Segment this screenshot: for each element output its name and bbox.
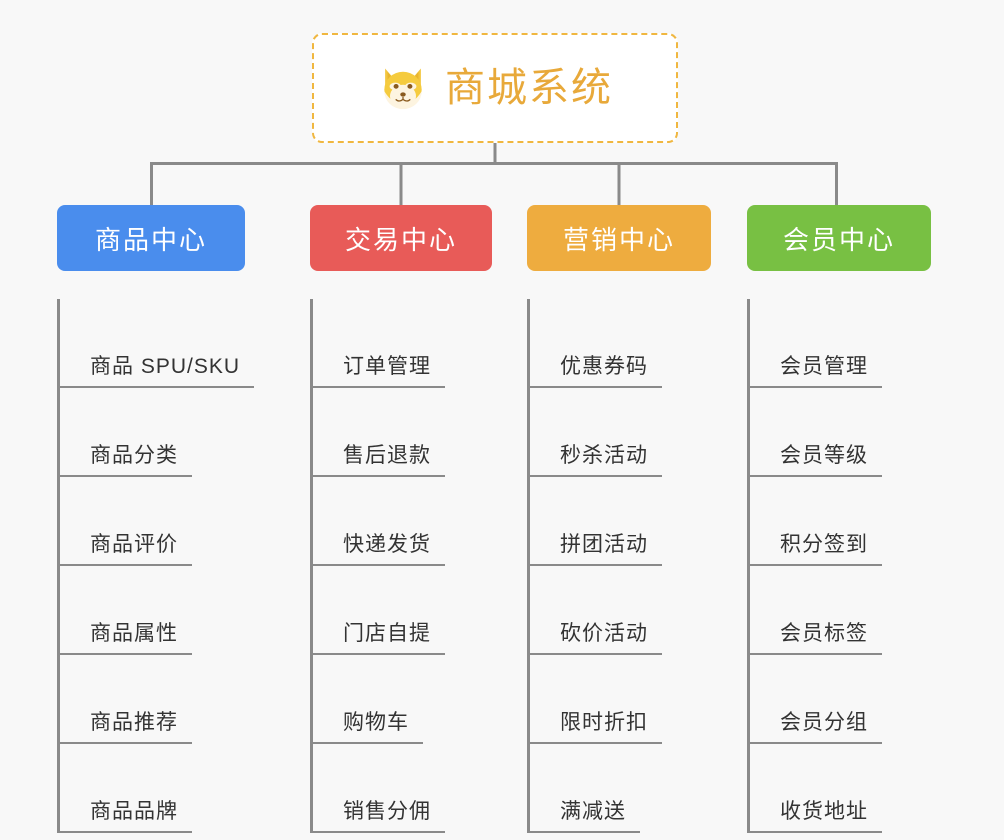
leaf-item[interactable]: 收货地址 bbox=[750, 744, 931, 833]
branch-header-label: 会员中心 bbox=[782, 224, 895, 255]
branch-header-label: 营销中心 bbox=[562, 224, 675, 255]
branch-header-0[interactable]: 商品中心 bbox=[57, 205, 245, 271]
leaf-item-label: 销售分佣 bbox=[313, 795, 445, 833]
branch-leaf-list-2: 优惠券码 秒杀活动 拼团活动 砍价活动 限时折扣 满减送 bbox=[527, 299, 711, 833]
leaf-item-label: 满减送 bbox=[530, 795, 640, 833]
leaf-item[interactable]: 会员等级 bbox=[750, 388, 931, 477]
leaf-item-label: 砍价活动 bbox=[530, 617, 662, 655]
leaf-item-label: 商品 SPU/SKU bbox=[60, 350, 255, 388]
leaf-item-label: 快递发货 bbox=[313, 528, 445, 566]
root-title: 商城系统 bbox=[445, 66, 613, 110]
branch-leaf-list-1: 订单管理 售后退款 快递发货 门店自提 购物车 销售分佣 bbox=[310, 299, 492, 833]
branch-column-0: 商品中心 商品 SPU/SKU 商品分类 商品评价 商品属性 商品推荐 商品品牌 bbox=[57, 205, 255, 833]
leaf-item-label: 会员等级 bbox=[750, 439, 882, 477]
leaf-item-label: 购物车 bbox=[313, 706, 423, 744]
branch-header-label: 交易中心 bbox=[344, 224, 457, 255]
leaf-item-label: 商品属性 bbox=[60, 617, 192, 655]
leaf-item-label: 积分签到 bbox=[750, 528, 882, 566]
leaf-item[interactable]: 商品品牌 bbox=[60, 744, 245, 833]
branch-leaf-list-0: 商品 SPU/SKU 商品分类 商品评价 商品属性 商品推荐 商品品牌 bbox=[57, 299, 255, 833]
leaf-item-label: 拼团活动 bbox=[530, 528, 662, 566]
leaf-item[interactable]: 积分签到 bbox=[750, 477, 931, 566]
branch-leaf-list-3: 会员管理 会员等级 积分签到 会员标签 会员分组 收货地址 bbox=[747, 299, 931, 833]
leaf-item-label: 限时折扣 bbox=[530, 706, 662, 744]
leaf-item[interactable]: 会员管理 bbox=[750, 299, 931, 388]
leaf-item-label: 会员分组 bbox=[750, 706, 882, 744]
leaf-item[interactable]: 会员分组 bbox=[750, 655, 931, 744]
leaf-item[interactable]: 满减送 bbox=[530, 744, 711, 833]
leaf-item-label: 商品分类 bbox=[60, 439, 192, 477]
branch-header-2[interactable]: 营销中心 bbox=[527, 205, 711, 271]
leaf-item[interactable]: 优惠券码 bbox=[530, 299, 711, 388]
branch-header-1[interactable]: 交易中心 bbox=[310, 205, 492, 271]
leaf-item[interactable]: 秒杀活动 bbox=[530, 388, 711, 477]
leaf-item-label: 优惠券码 bbox=[530, 350, 662, 388]
leaf-item[interactable]: 商品 SPU/SKU bbox=[60, 299, 255, 388]
leaf-item-label: 订单管理 bbox=[313, 350, 445, 388]
leaf-item[interactable]: 砍价活动 bbox=[530, 566, 711, 655]
leaf-item[interactable]: 订单管理 bbox=[313, 299, 492, 388]
leaf-item[interactable]: 会员标签 bbox=[750, 566, 931, 655]
branch-column-3: 会员中心 会员管理 会员等级 积分签到 会员标签 会员分组 收货地址 bbox=[747, 205, 931, 833]
leaf-item-label: 商品品牌 bbox=[60, 795, 192, 833]
leaf-item-label: 秒杀活动 bbox=[530, 439, 662, 477]
leaf-item[interactable]: 购物车 bbox=[313, 655, 492, 744]
leaf-item-label: 会员管理 bbox=[750, 350, 882, 388]
leaf-item[interactable]: 商品分类 bbox=[60, 388, 245, 477]
root-node[interactable]: 商城系统 bbox=[312, 33, 678, 143]
branch-header-3[interactable]: 会员中心 bbox=[747, 205, 931, 271]
branch-column-2: 营销中心 优惠券码 秒杀活动 拼团活动 砍价活动 限时折扣 满减送 bbox=[527, 205, 711, 833]
leaf-item-label: 商品评价 bbox=[60, 528, 192, 566]
branch-column-1: 交易中心 订单管理 售后退款 快递发货 门店自提 购物车 销售分佣 bbox=[310, 205, 492, 833]
leaf-item[interactable]: 限时折扣 bbox=[530, 655, 711, 744]
leaf-item[interactable]: 商品推荐 bbox=[60, 655, 245, 744]
leaf-item[interactable]: 销售分佣 bbox=[313, 744, 492, 833]
leaf-item-label: 门店自提 bbox=[313, 617, 445, 655]
leaf-item[interactable]: 售后退款 bbox=[313, 388, 492, 477]
leaf-item[interactable]: 门店自提 bbox=[313, 566, 492, 655]
leaf-item[interactable]: 快递发货 bbox=[313, 477, 492, 566]
leaf-item-label: 会员标签 bbox=[750, 617, 882, 655]
leaf-item-label: 收货地址 bbox=[750, 795, 882, 833]
leaf-item[interactable]: 拼团活动 bbox=[530, 477, 711, 566]
shiba-dog-icon bbox=[384, 68, 422, 110]
branch-header-label: 商品中心 bbox=[94, 224, 207, 255]
leaf-item[interactable]: 商品属性 bbox=[60, 566, 245, 655]
leaf-item-label: 商品推荐 bbox=[60, 706, 192, 744]
leaf-item[interactable]: 商品评价 bbox=[60, 477, 245, 566]
leaf-item-label: 售后退款 bbox=[313, 439, 445, 477]
